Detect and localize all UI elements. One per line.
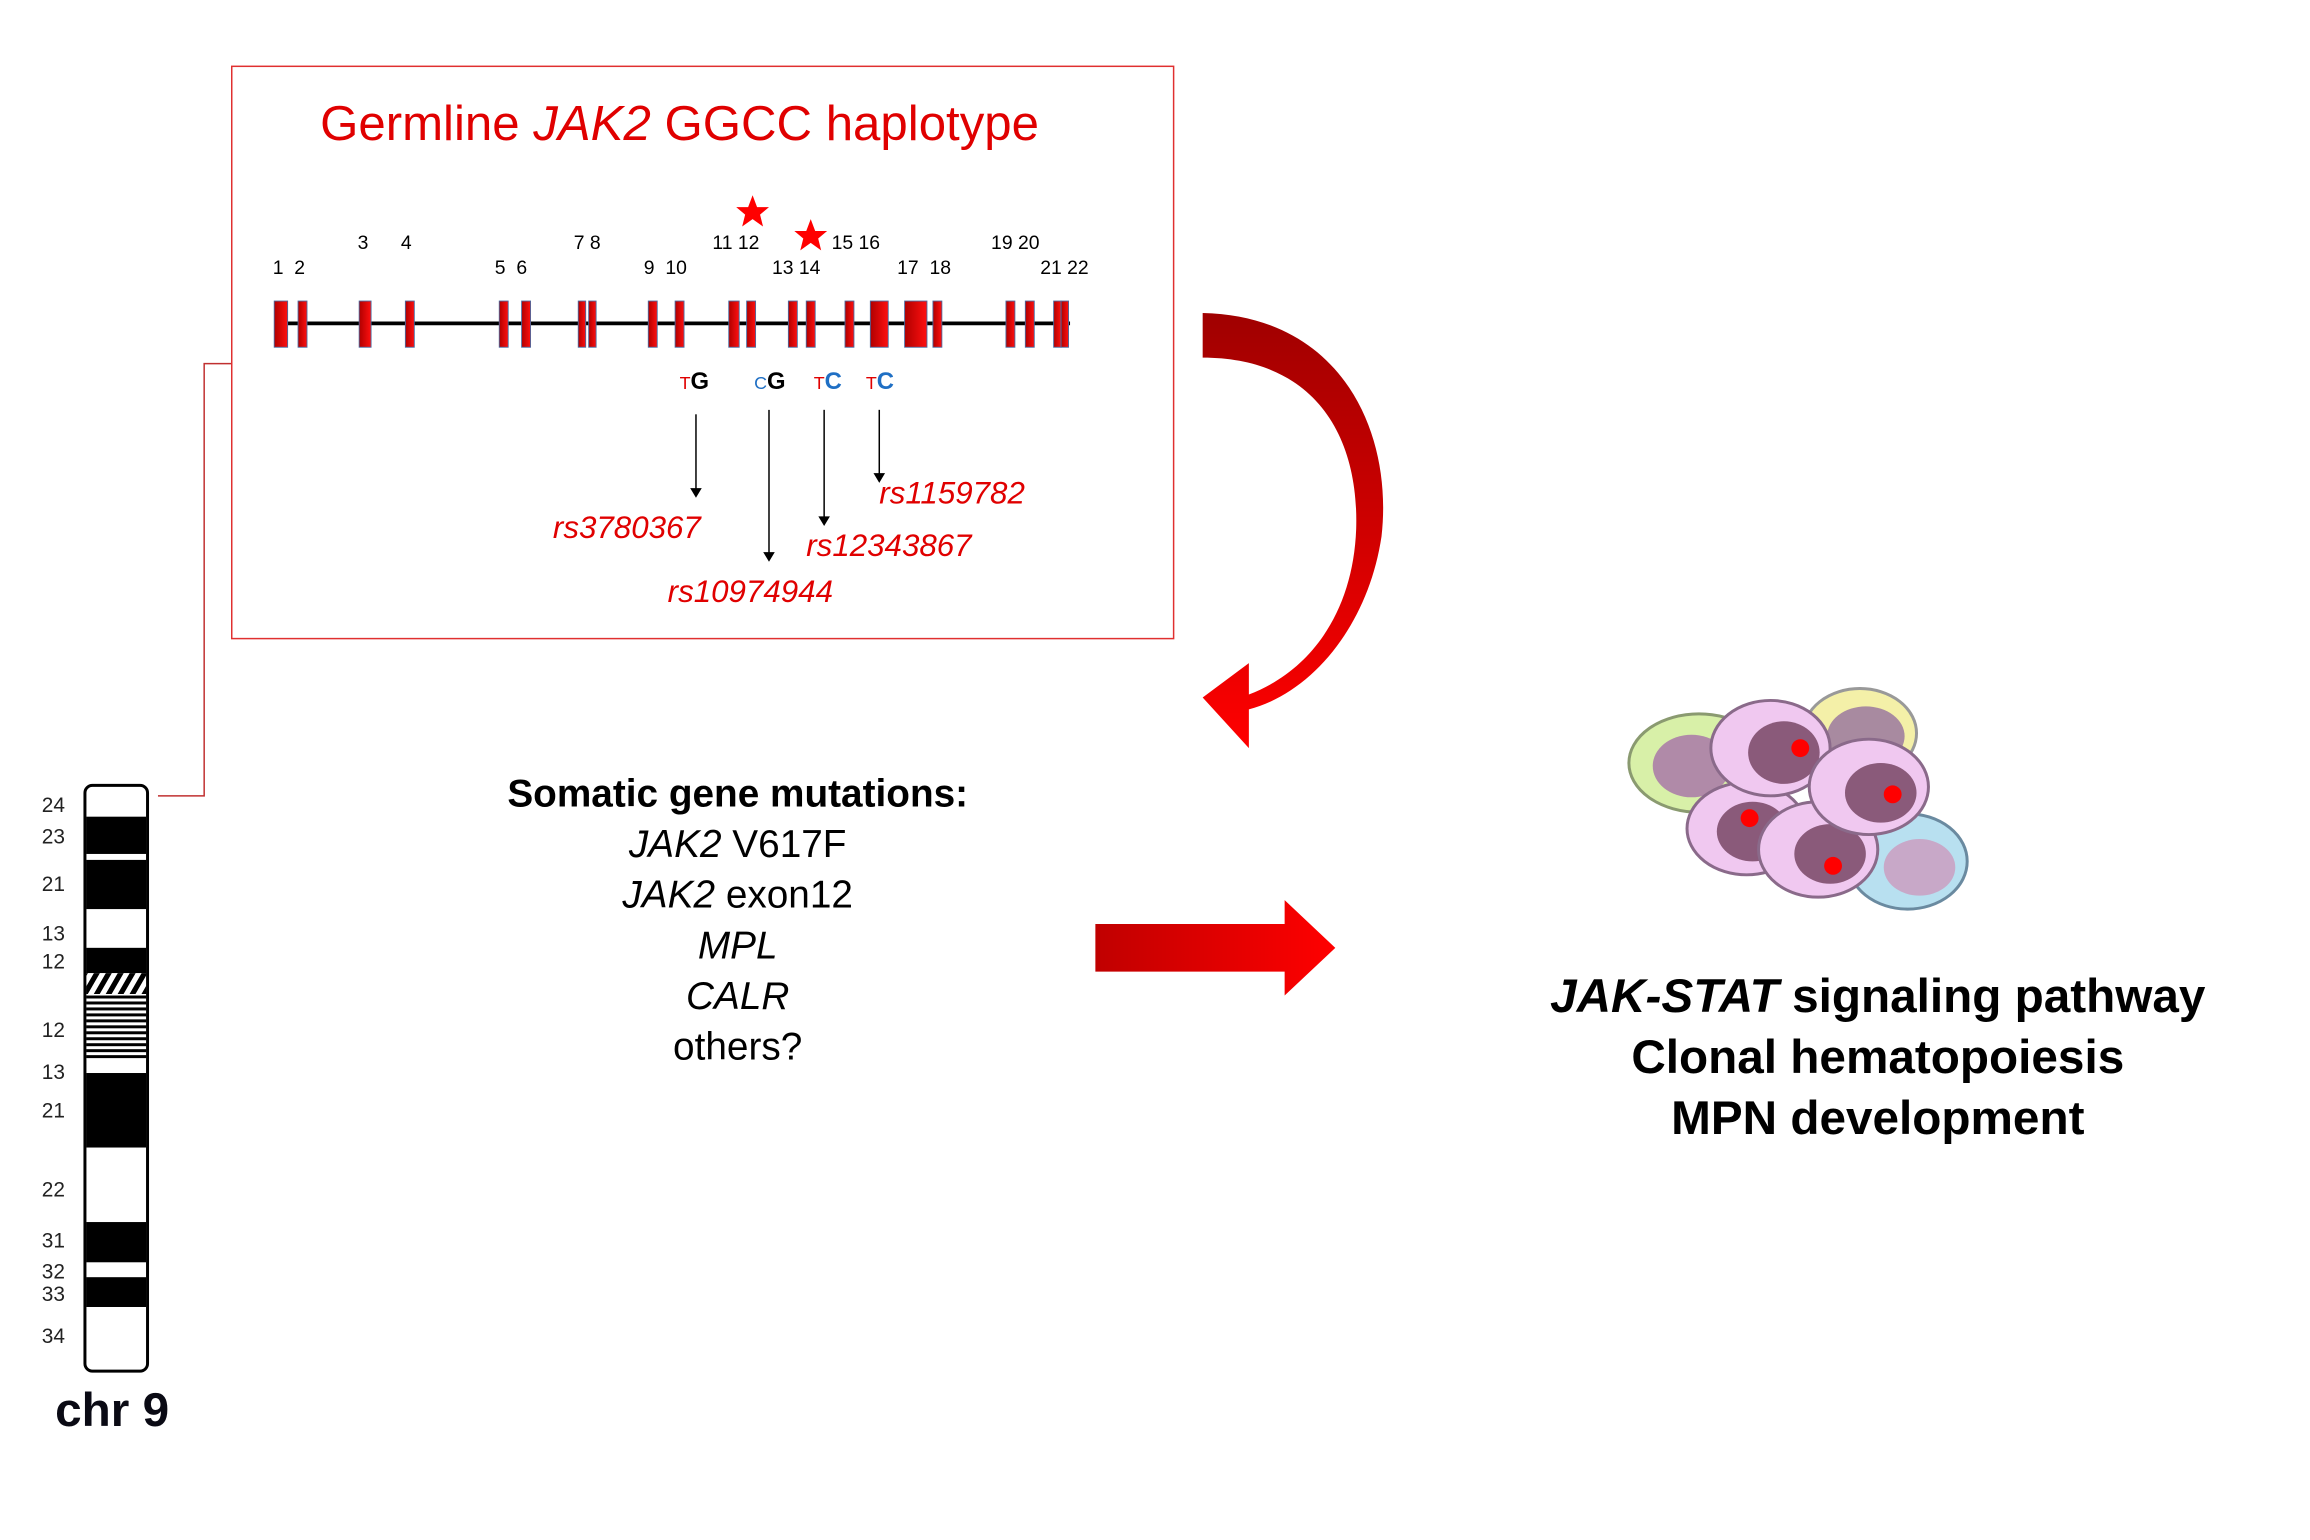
exon-number: 4: [400, 230, 412, 254]
exon: [674, 300, 685, 348]
band-label: 24: [41, 792, 65, 817]
exon-number: 13 14: [771, 256, 821, 279]
somatic-mutations-list: Somatic gene mutations: JAK2 V617F JAK2 …: [447, 768, 1028, 1072]
allele-label: TC: [813, 369, 842, 395]
exon: [521, 300, 531, 348]
exon: [1053, 300, 1062, 348]
snp-label: rs3780367: [552, 511, 701, 546]
curved-arrow: [1202, 312, 1384, 749]
exon-number: 3: [357, 230, 369, 254]
cell-cluster-image: [1627, 687, 1969, 911]
mutation-item: CALR: [686, 973, 790, 1018]
exons: [273, 300, 1069, 348]
exon: [746, 300, 757, 348]
exon: [588, 300, 597, 348]
band-label: 21: [41, 1098, 65, 1123]
exon: [1060, 300, 1069, 348]
band-label: 31: [41, 1228, 65, 1252]
right-arrow: [1095, 900, 1336, 996]
somatic-heading: Somatic gene mutations:: [507, 770, 969, 816]
band-label: 22: [41, 1177, 65, 1202]
mutation-item: others?: [673, 1023, 803, 1069]
band-label: 34: [41, 1323, 65, 1348]
band-label: 12: [41, 1017, 65, 1042]
exon: [869, 300, 889, 348]
chromosome-ideogram: [83, 783, 150, 1373]
mutation-item: JAK2 V617F: [628, 821, 847, 866]
exon-number: 11 12: [712, 230, 760, 254]
haplotype-panel: [230, 65, 1175, 640]
band-label: 33: [41, 1281, 65, 1306]
band-label: 13: [41, 921, 65, 945]
exon-number: 17 18: [897, 256, 952, 279]
band-label: 32: [41, 1259, 65, 1284]
exon-number: 15 16: [831, 230, 881, 254]
panel-title: Germline JAK2 GGCC haplotype: [320, 95, 1040, 151]
exon: [404, 300, 415, 348]
exon-number: 19 20: [991, 230, 1040, 254]
snp-label: rs1159782: [879, 476, 1025, 512]
exon: [932, 300, 943, 348]
star-icon: [794, 219, 828, 251]
allele-label: TG: [679, 369, 710, 395]
snp-label: rs10974944: [667, 575, 833, 610]
exon: [647, 300, 658, 348]
exon-number: 9 10: [643, 256, 687, 279]
exon-number: 21 22: [1040, 256, 1089, 279]
band-label: 13: [41, 1059, 65, 1084]
band-label: 21: [41, 871, 65, 896]
exon: [273, 300, 289, 348]
exon: [1005, 300, 1016, 348]
snp-label: rs12343867: [806, 529, 972, 564]
mutation-item: JAK2 exon12: [622, 871, 853, 917]
exon: [904, 300, 928, 348]
connector-line: [157, 362, 231, 797]
exon: [787, 300, 798, 348]
exon: [728, 300, 740, 348]
exon: [805, 300, 816, 348]
outcome-line: MPN development: [1671, 1090, 2085, 1145]
outcome-text: JAK-STAT signaling pathway Clonal hemato…: [1490, 966, 2265, 1149]
exon: [358, 300, 372, 348]
exon: [297, 300, 308, 348]
chromosome-label: chr 9: [55, 1382, 170, 1437]
exon: [1024, 300, 1035, 348]
outcome-line: Clonal hematopoiesis: [1631, 1029, 2125, 1084]
exon: [498, 300, 509, 348]
exon-number: 1 2: [272, 256, 306, 279]
exon: [844, 300, 855, 348]
allele-label: CG: [754, 369, 786, 395]
star-icon: [736, 195, 769, 227]
allele-label: TC: [865, 369, 895, 395]
band-label: 12: [41, 949, 65, 974]
band-label: 23: [41, 824, 65, 848]
exon: [577, 300, 587, 348]
exon-number: 7 8: [573, 230, 601, 254]
mutation-item: MPL: [697, 922, 778, 968]
outcome-line: JAK-STAT signaling pathway: [1550, 968, 2206, 1023]
exon-number: 5 6: [494, 256, 528, 279]
